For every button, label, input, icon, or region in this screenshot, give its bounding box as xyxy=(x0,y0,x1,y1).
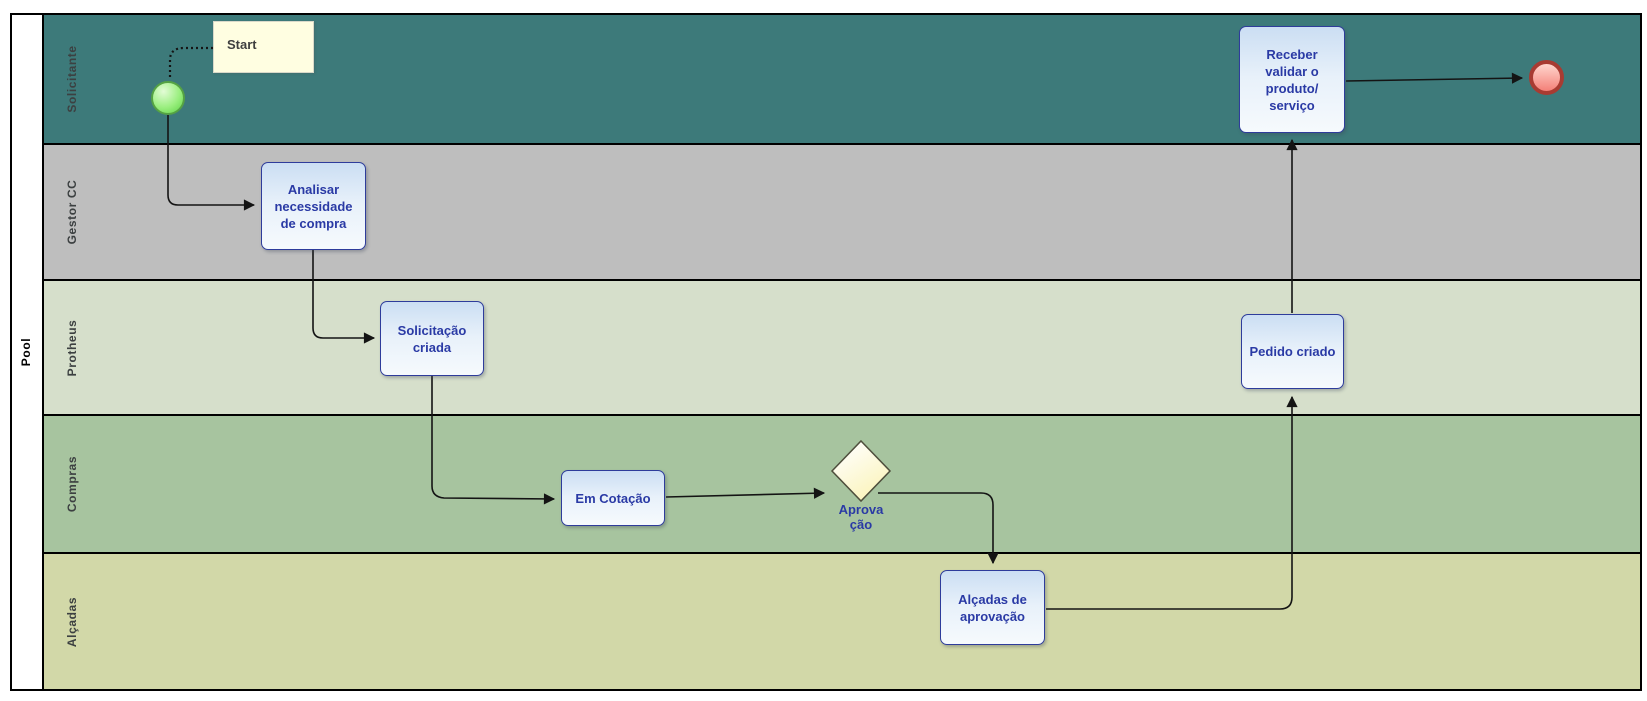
start-event[interactable] xyxy=(151,81,185,115)
pool-header: Pool xyxy=(12,15,44,689)
task-receber-validar[interactable]: Receber validar o produto/ serviço xyxy=(1239,26,1345,133)
start-note[interactable]: Start xyxy=(213,21,314,73)
lane-label-gestor-cc: Gestor CC xyxy=(65,179,79,245)
end-event[interactable] xyxy=(1529,60,1564,95)
task-alcadas-aprovacao[interactable]: Alçadas de aprovação xyxy=(940,570,1045,645)
task-analisar-necessidade[interactable]: Analisar necessidade de compra xyxy=(261,162,366,250)
lane-label-protheus: Protheus xyxy=(65,319,79,376)
pool: Pool Solicitante Gestor CC Protheus Comp… xyxy=(10,13,1642,691)
lanes-container: Solicitante Gestor CC Protheus Compras A… xyxy=(44,15,1640,689)
lane-label-compras: Compras xyxy=(65,455,79,513)
lane-compras: Compras xyxy=(44,416,1640,554)
lane-label-alcadas: Alçadas xyxy=(65,596,79,647)
pool-label: Pool xyxy=(19,337,33,367)
task-pedido-criado[interactable]: Pedido criado xyxy=(1241,314,1344,389)
lane-protheus: Protheus xyxy=(44,281,1640,416)
task-em-cotacao[interactable]: Em Cotação xyxy=(561,470,665,526)
lane-alcadas: Alçadas xyxy=(44,554,1640,689)
lane-label-solicitante: Solicitante xyxy=(65,45,79,113)
task-solicitacao-criada[interactable]: Solicitação criada xyxy=(380,301,484,376)
gateway-label-aprovacao: Aprova ção xyxy=(838,502,884,532)
